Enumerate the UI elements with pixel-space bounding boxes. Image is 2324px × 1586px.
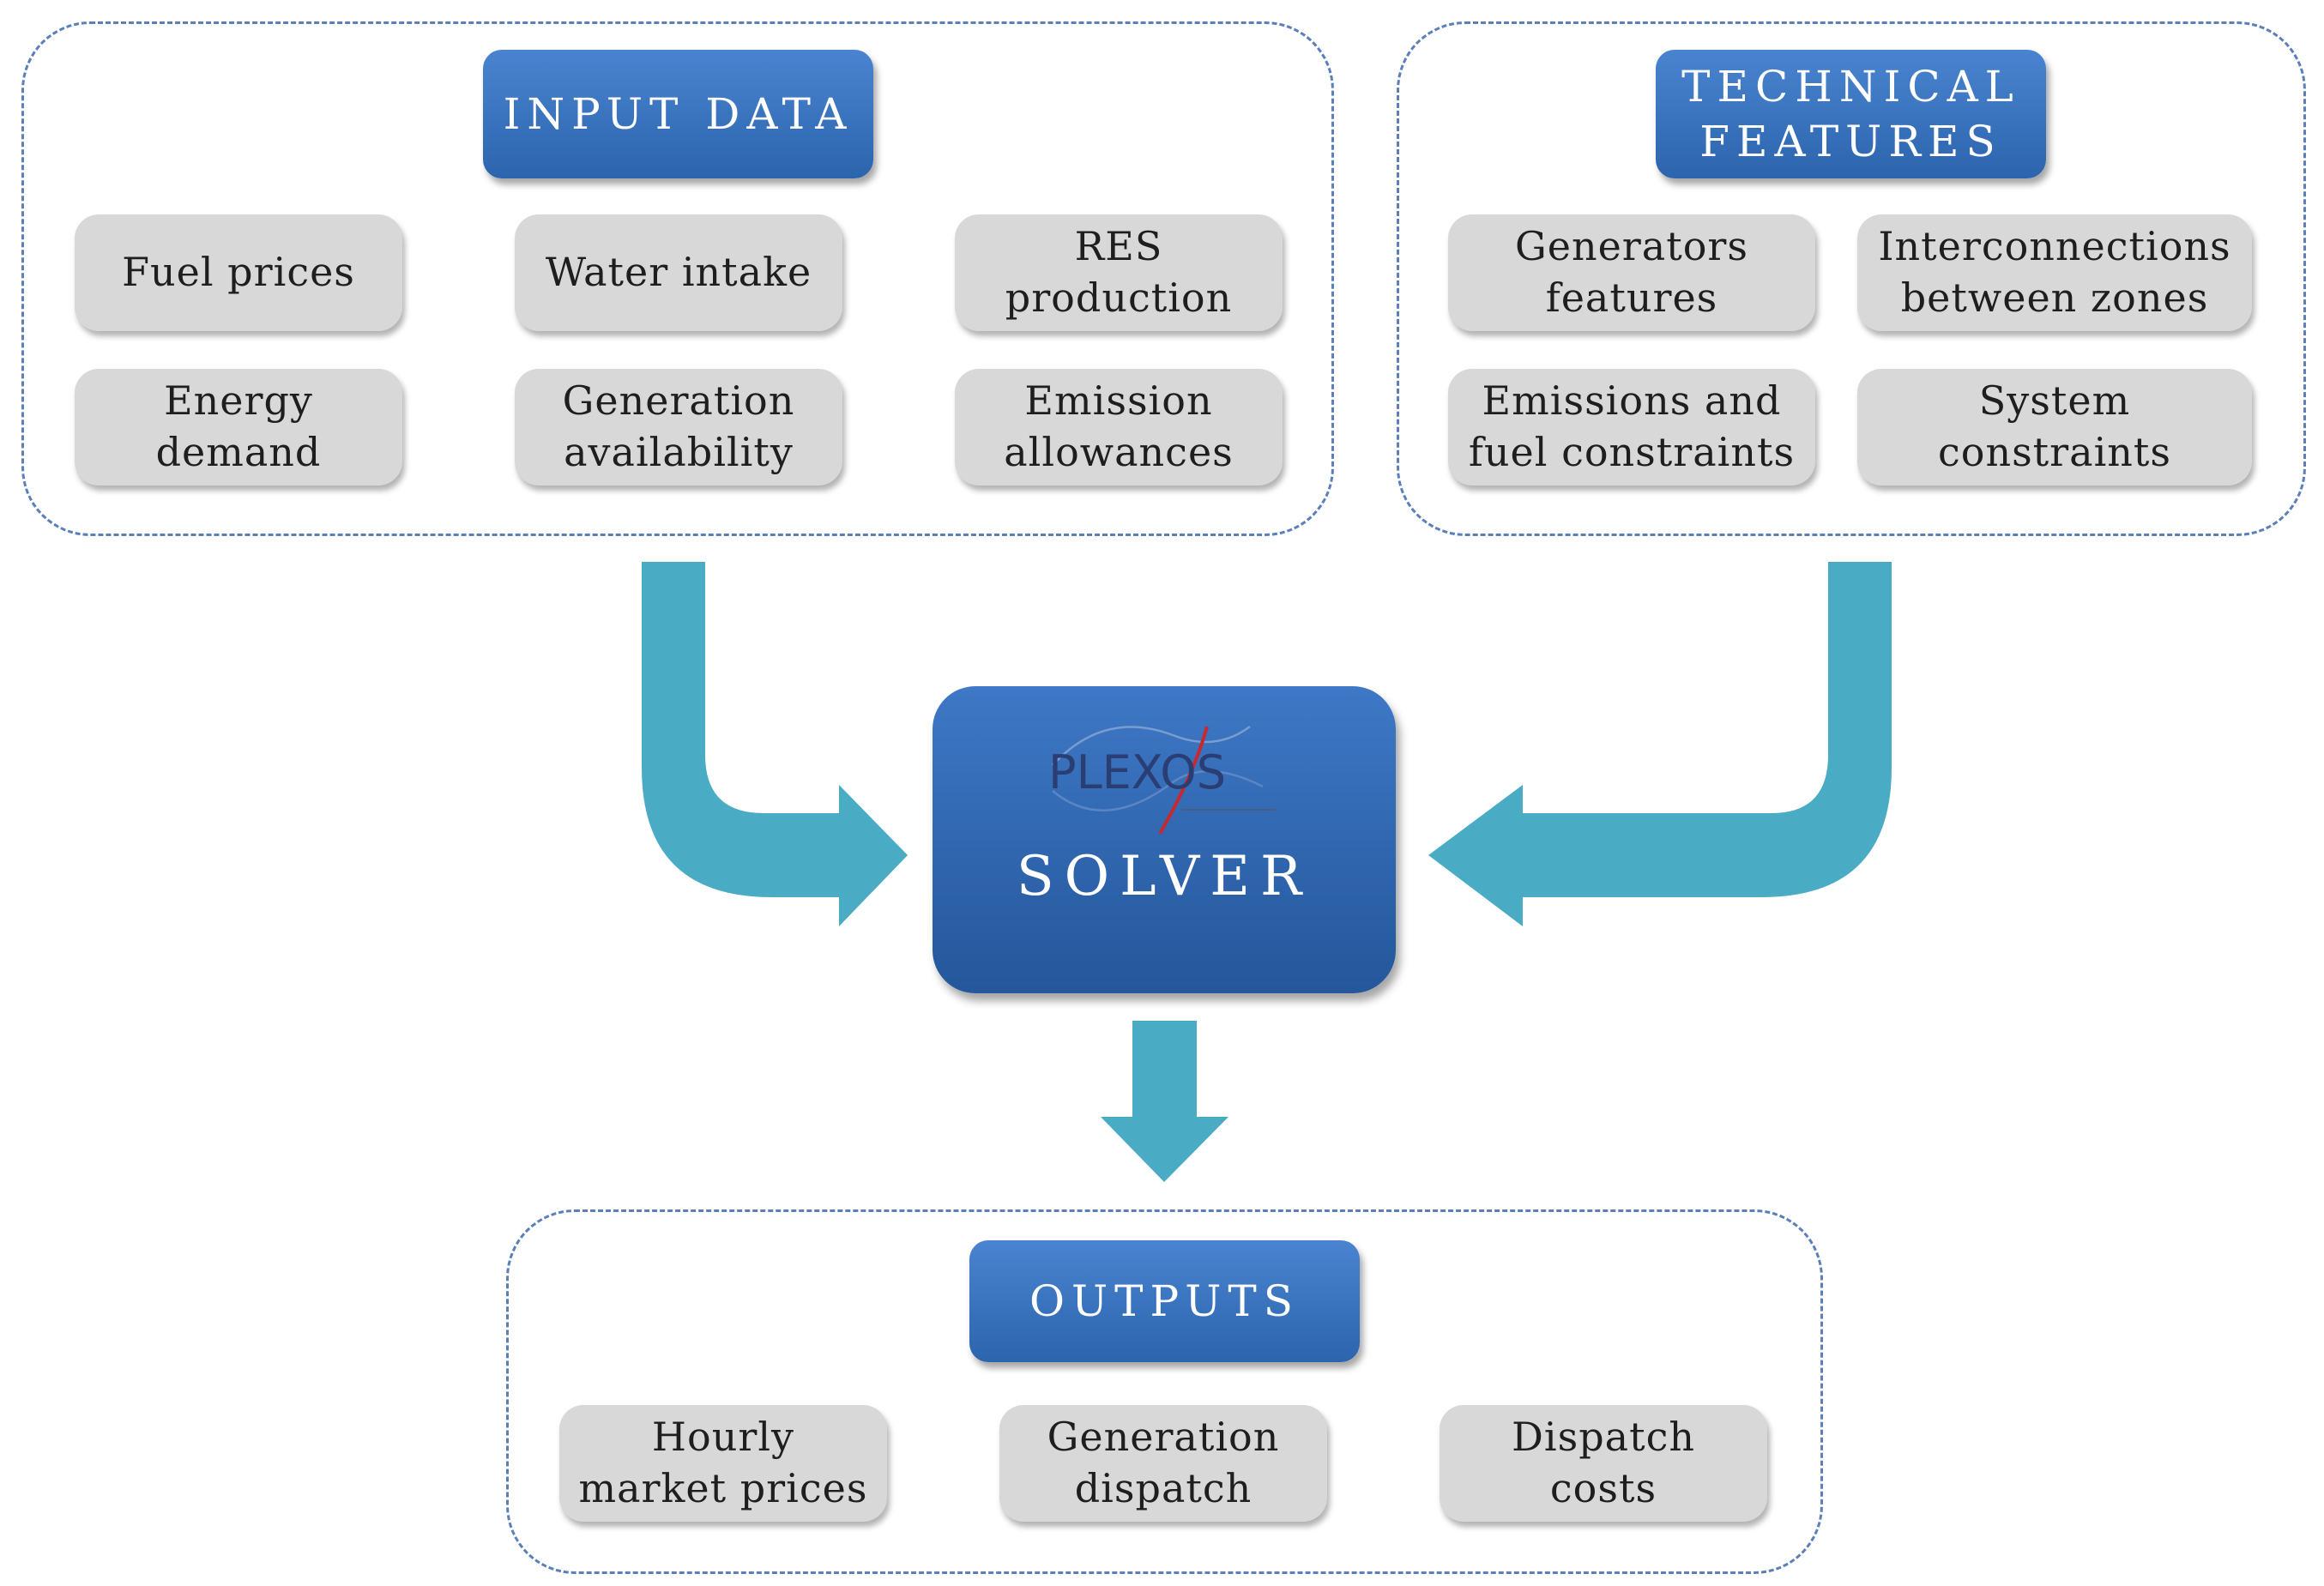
res-production-item: RES production: [955, 214, 1283, 331]
water-intake-item: Water intake: [515, 214, 842, 331]
dispatch-costs-item: Dispatch costs: [1440, 1405, 1767, 1522]
system-constraints-item: System constraints: [1857, 369, 2252, 485]
energy-demand-item: Energy demand: [75, 369, 402, 485]
outputs-header: OUTPUTS: [969, 1240, 1360, 1362]
emissions-fuel-constraints-item: Emissions and fuel constraints: [1448, 369, 1815, 485]
plexos-logo: PLEXOS: [1048, 725, 1276, 834]
solver-block: PLEXOS SOLVER: [933, 686, 1396, 993]
generators-features-item: Generators features: [1448, 214, 1815, 331]
generation-availability-item: Generation availability: [515, 369, 842, 485]
hourly-market-prices-item: Hourly market prices: [559, 1405, 887, 1522]
features-to-solver-arrow: [1428, 562, 1892, 926]
generation-dispatch-item: Generation dispatch: [999, 1405, 1327, 1522]
solver-label: SOLVER: [1016, 845, 1313, 908]
emission-allowances-item: Emission allowances: [955, 369, 1283, 485]
technical-features-header: TECHNICAL FEATURES: [1656, 50, 2046, 178]
fuel-prices-item: Fuel prices: [75, 214, 402, 331]
plexos-logo-text: PLEXOS: [1048, 745, 1226, 799]
solver-to-outputs-arrow: [1101, 1021, 1228, 1182]
input-to-solver-arrow: [642, 562, 908, 926]
input-data-header: INPUT DATA: [483, 50, 873, 178]
interconnections-item: Interconnections between zones: [1857, 214, 2252, 331]
